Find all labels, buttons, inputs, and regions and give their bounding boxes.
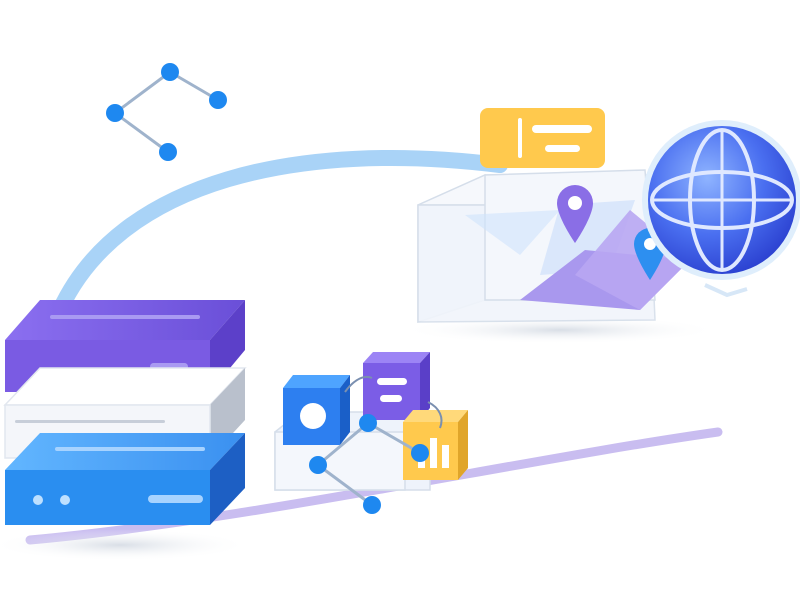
server-shadow [0,529,250,561]
card-icon [480,108,605,168]
cube-icon [363,352,430,420]
flow-arrow [427,401,443,429]
light-blue-arc [52,150,508,318]
purple-panel-side [575,210,690,310]
server-unit-blue [5,433,245,525]
box-shadow [400,316,720,344]
location-pin-icon [557,185,593,243]
network-nodes-icon [309,414,429,514]
flow-arrow [344,375,373,393]
cube-icon [283,375,350,445]
cube-icon [403,410,468,480]
server-stack-icon [3,300,247,525]
network-nodes-icon [106,63,227,161]
globe-icon [642,120,800,298]
